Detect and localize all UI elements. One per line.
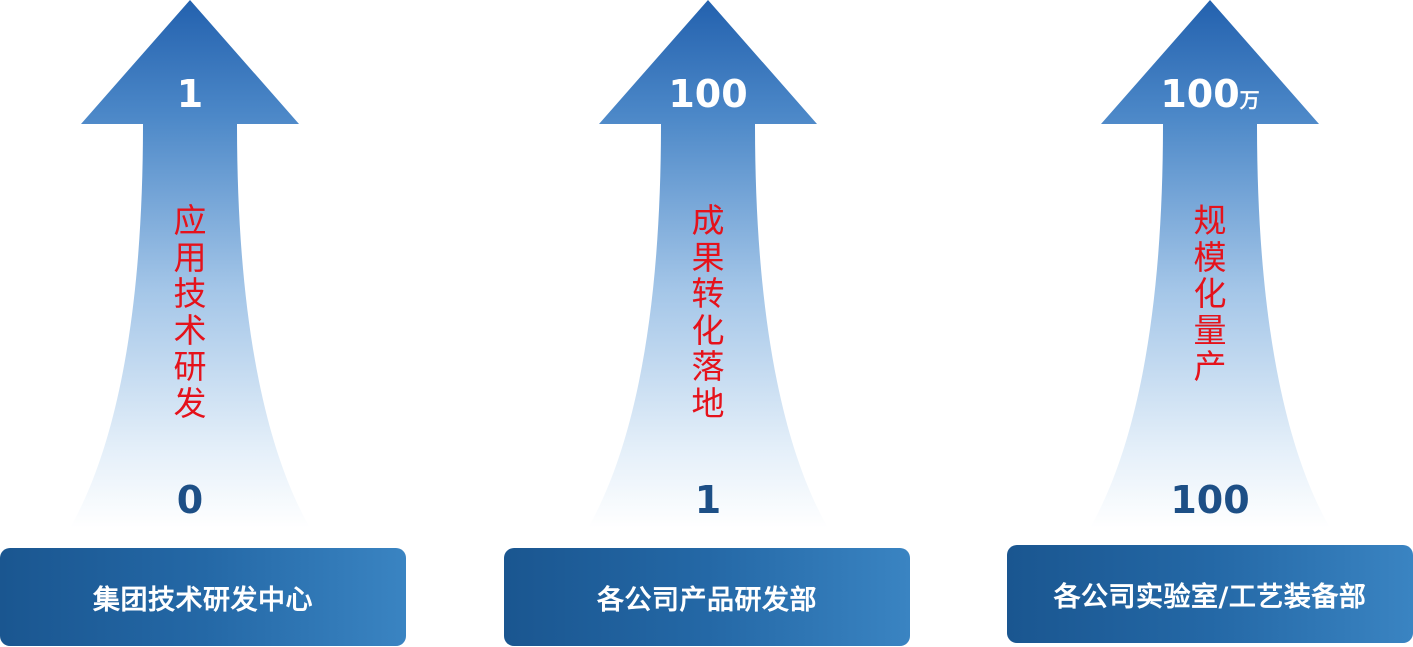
arrow-up-icon xyxy=(70,0,310,528)
arrow-up-icon xyxy=(1090,0,1330,528)
department-label: 各公司实验室/工艺装备部 xyxy=(1053,581,1367,613)
stage-label: 规 模 化 量 产 xyxy=(1193,201,1227,386)
column-mass-production: 100万 规 模 化 量 产 100 xyxy=(1090,0,1330,647)
stage-label: 应 用 技 术 研 发 xyxy=(173,201,207,423)
column-rd-center: 1 应 用 技 术 研 发 0 xyxy=(70,0,310,647)
department-label: 各公司产品研发部 xyxy=(597,584,817,616)
bottom-value: 0 xyxy=(176,478,204,522)
department-label: 集团技术研发中心 xyxy=(93,584,313,616)
bottom-value: 100 xyxy=(1170,478,1250,522)
bottom-value: 1 xyxy=(694,478,722,522)
department-box-group-rd: 集团技术研发中心 xyxy=(0,548,406,646)
stage-label: 成 果 转 化 落 地 xyxy=(691,201,725,423)
top-value: 100 xyxy=(668,72,748,116)
top-value: 1 xyxy=(176,72,204,116)
top-value: 100万 xyxy=(1160,72,1260,116)
department-box-product-rd: 各公司产品研发部 xyxy=(504,548,910,646)
arrow-up-icon xyxy=(588,0,828,528)
department-box-lab-equipment: 各公司实验室/工艺装备部 xyxy=(1007,545,1413,643)
column-product-rd: 100 成 果 转 化 落 地 1 xyxy=(588,0,828,647)
